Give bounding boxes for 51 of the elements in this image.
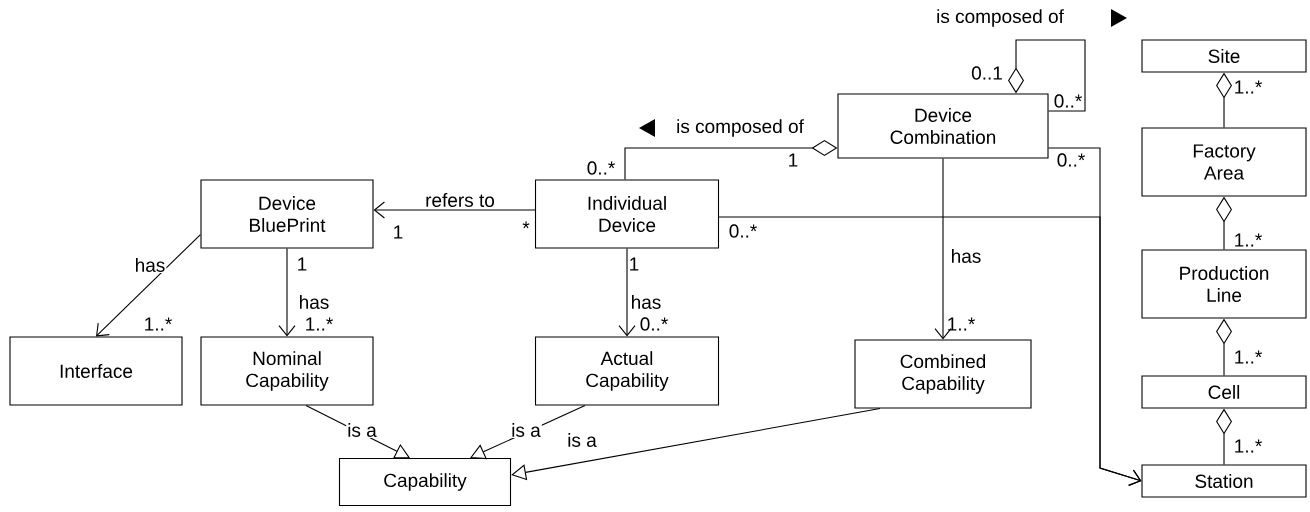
multiplicity-label: 0..* xyxy=(587,161,615,175)
class-box: Nominal Capability xyxy=(200,336,374,406)
class-box: Station xyxy=(1141,464,1307,498)
association-line xyxy=(373,201,536,219)
edge-label: is a xyxy=(566,432,598,448)
class-box: Site xyxy=(1141,39,1307,73)
association-line xyxy=(1048,147,1142,486)
multiplicity-label: 1..* xyxy=(306,317,333,331)
association-line xyxy=(934,158,952,340)
edge-label: has xyxy=(629,294,663,310)
multiplicity-label: 1 xyxy=(789,153,798,167)
edge-label: is composed of xyxy=(935,8,1065,28)
multiplicity-label: 1..* xyxy=(1235,350,1262,364)
class-box: Individual Device xyxy=(534,179,720,249)
edge-label: is a xyxy=(510,422,542,438)
edge-label: has xyxy=(949,248,983,264)
multiplicity-label: 1..* xyxy=(1235,80,1262,94)
multiplicity-label: 1..* xyxy=(145,317,172,331)
association-line xyxy=(511,408,881,481)
multiplicity-label: 0..* xyxy=(1054,94,1082,108)
association-line xyxy=(470,405,586,460)
multiplicity-label: 1 xyxy=(630,257,639,271)
association-line xyxy=(1008,39,1086,112)
multiplicity-label: 0..* xyxy=(729,224,757,238)
multiplicity-label: 0..* xyxy=(640,317,668,331)
association-line xyxy=(305,405,410,459)
class-box: Actual Capability xyxy=(534,336,720,406)
multiplicity-label: 1 xyxy=(394,225,403,239)
class-box: Device BluePrint xyxy=(200,179,374,249)
multiplicity-label: 1..* xyxy=(1235,233,1262,247)
multiplicity-label: 1..* xyxy=(1235,439,1262,453)
edge-label: has xyxy=(133,257,167,273)
edge-label: is composed of xyxy=(675,118,805,138)
multiplicity-label: 1 xyxy=(298,257,307,271)
edge-label: has xyxy=(297,294,331,310)
association-line xyxy=(618,248,636,337)
multiplicity-label: 0..1 xyxy=(971,66,1002,80)
edge-label: refers to xyxy=(424,192,496,208)
multiplicity-label: 0..* xyxy=(1057,153,1085,167)
class-box: Combined Capability xyxy=(854,339,1032,409)
class-box: Capability xyxy=(338,457,512,507)
class-box: Production Line xyxy=(1141,249,1307,319)
multiplicity-label: 1..* xyxy=(948,317,975,331)
multiplicity-label: * xyxy=(522,221,530,229)
class-box: Device Combination xyxy=(837,93,1049,159)
class-box: Interface xyxy=(9,336,183,406)
edge-label: is a xyxy=(346,422,378,438)
association-line xyxy=(278,248,296,337)
association-line xyxy=(96,234,201,337)
class-box: Cell xyxy=(1141,375,1307,409)
class-box: Factory Area xyxy=(1141,127,1307,197)
